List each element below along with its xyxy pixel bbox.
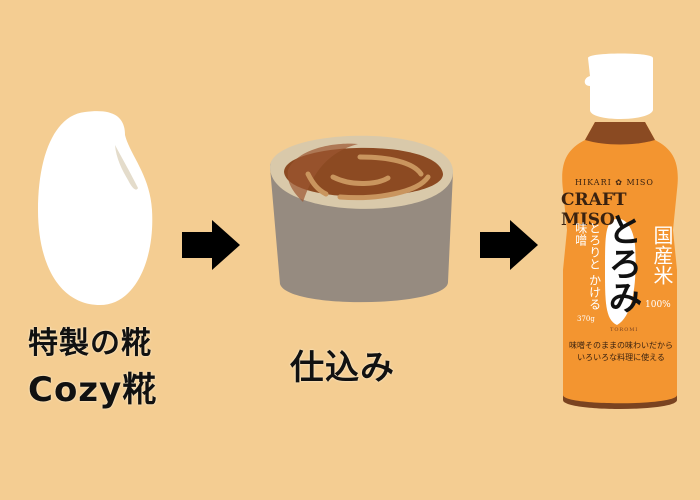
rice-label-line2: Cozy糀	[28, 370, 158, 410]
rice-label-line1: 特製の糀	[28, 326, 152, 361]
arrow-right-icon	[182, 220, 240, 270]
arrow-right-icon	[480, 220, 538, 270]
preparation-label: 仕込み	[290, 348, 395, 388]
weight-text: 370g	[577, 315, 595, 323]
brand-text: HIKARI ✿ MISO	[575, 178, 654, 187]
miso-bottle-illustration: HIKARI ✿ MISO CRAFT MISO とろみ とろりと かける味噌 …	[555, 50, 685, 410]
description-line2: いろいろな料理に使える	[577, 353, 665, 362]
romaji-text: TOROMI	[610, 327, 639, 333]
miso-cup-illustration	[270, 135, 453, 303]
rice-grain-illustration	[38, 111, 153, 305]
product-line-text: CRAFT MISO	[561, 190, 627, 230]
percent-text: 100%	[645, 300, 671, 310]
origin-text: 国産米	[650, 225, 674, 285]
tagline-text: とろりと かける味噌	[573, 222, 602, 310]
description-line1: 味噌そのままの味わいだから	[569, 341, 673, 350]
product-name-text: とろみ	[602, 212, 642, 314]
